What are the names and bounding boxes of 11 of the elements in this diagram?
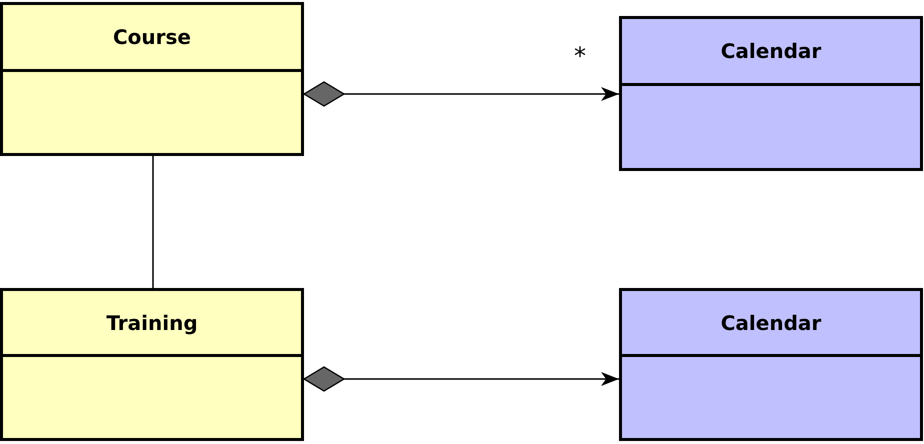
class-box: [0, 2, 304, 156]
class-box: [0, 288, 304, 441]
connector: [152, 156, 154, 288]
class-box: [619, 288, 923, 441]
class-name: Course: [113, 25, 191, 49]
class-name: Calendar: [720, 310, 822, 334]
class-box: [619, 16, 923, 171]
connector: [303, 366, 619, 392]
class-name: Training: [106, 310, 198, 334]
connector: [303, 81, 619, 107]
class-name: Calendar: [720, 39, 822, 63]
